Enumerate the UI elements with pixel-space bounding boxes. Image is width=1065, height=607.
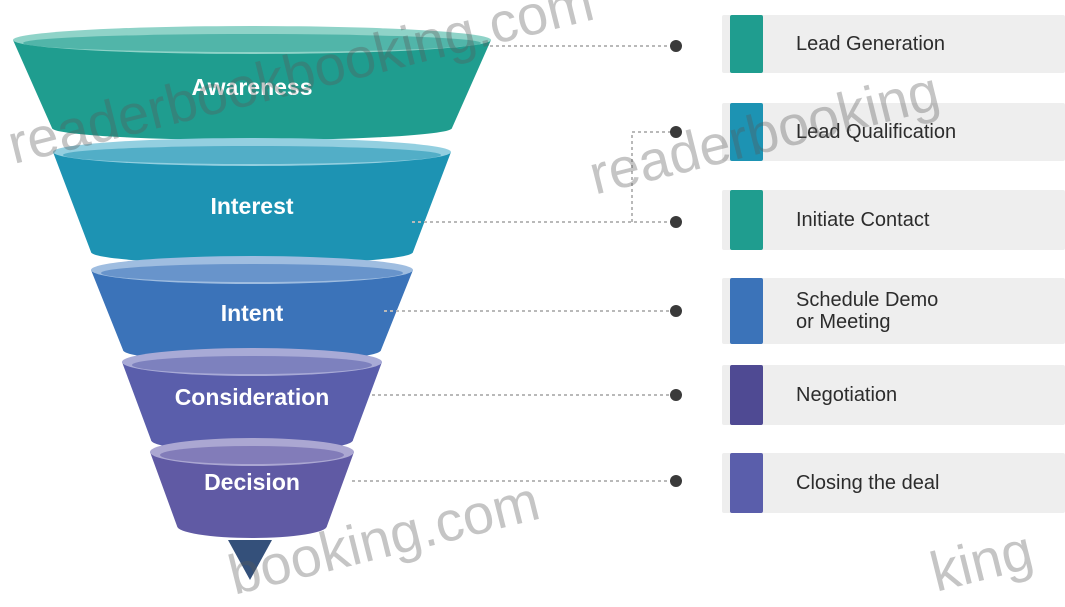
funnel-stage-1: Awareness bbox=[13, 26, 491, 140]
step-card-label-line: Lead Generation bbox=[796, 33, 946, 55]
funnel-stage-rim-inner bbox=[160, 446, 344, 464]
funnel-stage-body bbox=[122, 362, 382, 452]
funnel-stage-body bbox=[53, 152, 451, 264]
step-card-label-line: Closing the deal bbox=[796, 472, 940, 494]
step-card-label-line: Lead Qualification bbox=[796, 121, 957, 143]
funnel-tip bbox=[228, 540, 272, 580]
funnel-stage-2: Interest bbox=[53, 138, 451, 264]
step-card-3 bbox=[722, 190, 1065, 250]
connector-branch bbox=[631, 131, 676, 222]
funnel-stage-label: Decision bbox=[204, 469, 300, 495]
connector-dot-2 bbox=[670, 126, 682, 138]
connector-dot-1 bbox=[670, 40, 682, 52]
step-card-label: Negotiation bbox=[796, 384, 1056, 406]
step-card-color-tab bbox=[730, 278, 763, 344]
funnel-stage-rim-inner bbox=[132, 356, 372, 374]
funnel-stage-label: Interest bbox=[210, 193, 293, 219]
funnel-stage-rim-inner bbox=[23, 34, 481, 52]
connector-dot-4 bbox=[670, 305, 682, 317]
connector-dot-6 bbox=[670, 475, 682, 487]
step-card-color-tab bbox=[730, 103, 763, 161]
step-card-label-line: Initiate Contact bbox=[796, 209, 930, 231]
step-card-color-tab bbox=[730, 453, 763, 513]
funnel-stage-rim-inner bbox=[101, 264, 403, 282]
step-card-4 bbox=[722, 278, 1065, 344]
funnel-stage-body bbox=[13, 40, 491, 140]
step-card-label: Lead Qualification bbox=[796, 121, 1056, 143]
step-card-6 bbox=[722, 453, 1065, 513]
funnel-stage-label: Intent bbox=[221, 300, 284, 326]
funnel-stage-label: Awareness bbox=[191, 74, 312, 100]
step-card-label: Closing the deal bbox=[796, 472, 1056, 494]
step-card-label-line: Schedule Demo bbox=[796, 289, 939, 311]
funnel-stage-rim-inner bbox=[63, 146, 441, 164]
step-card-5 bbox=[722, 365, 1065, 425]
step-card-label: Initiate Contact bbox=[796, 209, 1056, 231]
step-card-color-tab bbox=[730, 190, 763, 250]
funnel-stage-body bbox=[150, 452, 354, 538]
step-card-color-tab bbox=[730, 15, 763, 73]
step-card-label-line: or Meeting bbox=[796, 311, 891, 333]
connector-dot-5 bbox=[670, 389, 682, 401]
funnel-stage-label: Consideration bbox=[175, 384, 330, 410]
step-card-2 bbox=[722, 103, 1065, 161]
step-card-label: Lead Generation bbox=[796, 33, 1056, 55]
funnel-stage-5: Decision bbox=[150, 438, 354, 538]
funnel-graphic: AwarenessInterestIntentConsiderationDeci… bbox=[13, 26, 682, 580]
step-card-label-line: Negotiation bbox=[796, 384, 898, 406]
funnel-stage-body bbox=[91, 270, 413, 362]
step-card-color-tab bbox=[730, 365, 763, 425]
connector-dot-3 bbox=[670, 216, 682, 228]
funnel-stage-4: Consideration bbox=[122, 348, 382, 452]
funnel-stage-3: Intent bbox=[91, 256, 413, 362]
step-card-1 bbox=[722, 15, 1065, 73]
